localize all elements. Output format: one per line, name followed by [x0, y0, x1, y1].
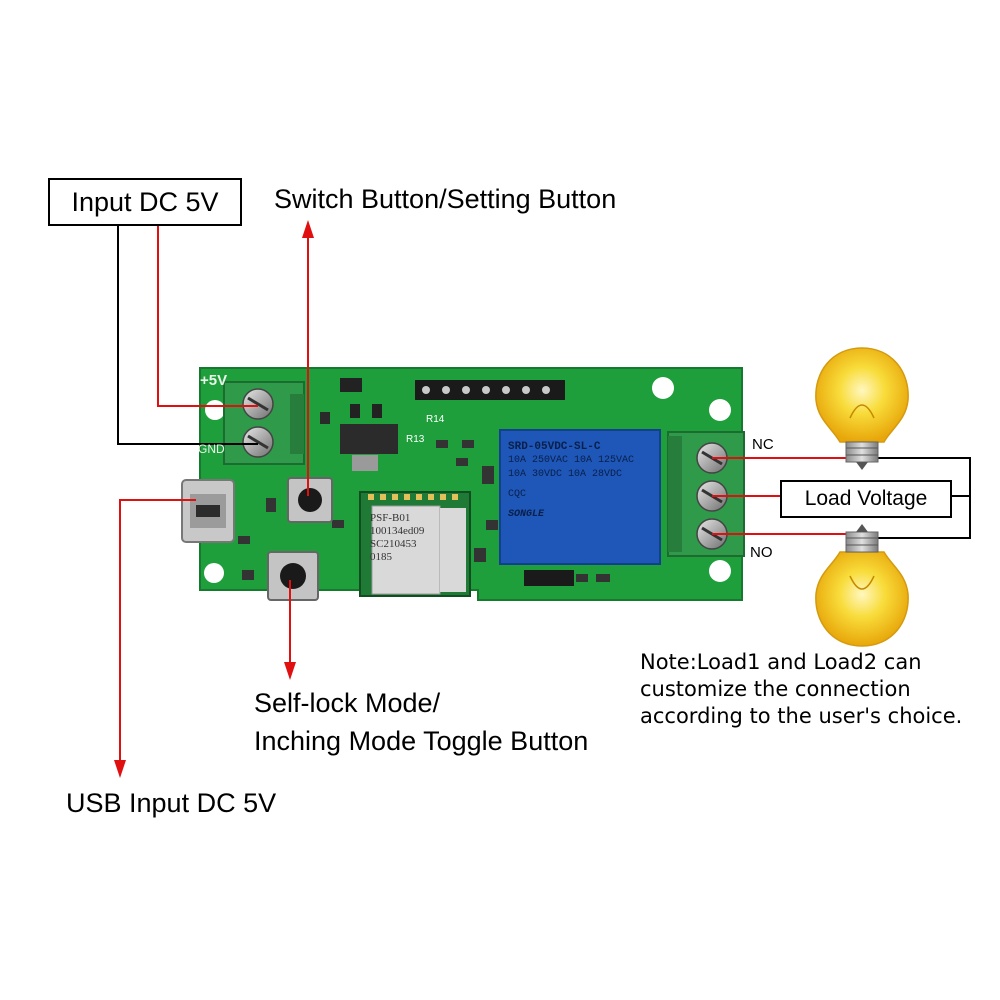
self-lock-label-line2: Inching Mode Toggle Button — [254, 726, 589, 756]
switch-button-label: Switch Button/Setting Button — [274, 184, 617, 214]
mount-hole-icon — [709, 560, 731, 582]
relay-rating-1: 10A 250VAC 10A 125VAC — [508, 455, 635, 466]
board-plus5v-label: +5V — [200, 372, 228, 389]
mount-hole-icon — [205, 400, 225, 420]
relay-text: SRD-05VDC-SL-C 10A 250VAC 10A 125VAC 10A… — [508, 440, 654, 556]
self-lock-label-line1: Self-lock Mode/ — [254, 688, 441, 718]
note-line-1: Note:Load1 and Load2 can — [640, 650, 922, 674]
mode-toggle-button — [267, 551, 319, 601]
note-line-2: customize the connection — [640, 677, 911, 701]
relay-model: SRD-05VDC-SL-C — [508, 441, 601, 453]
usb-input-arrow — [114, 499, 196, 778]
input-dc-label-box: Input DC 5V — [48, 178, 242, 226]
relay-brand: SONGLE — [508, 509, 545, 520]
relay-rating-2: 10A 30VDC 10A 28VDC — [508, 469, 623, 480]
note-line-3: according to the user's choice. — [640, 704, 963, 728]
switch-button-arrow — [302, 220, 314, 496]
load-voltage-box: Load Voltage — [780, 480, 952, 518]
input-dc-black-line — [117, 224, 258, 445]
arrow-down-icon — [114, 760, 126, 778]
wifi-module-text: PSF-B01 100134ed09 SC210453 0185 — [370, 512, 444, 592]
output-terminal-block — [667, 431, 745, 557]
arrow-up-icon — [302, 220, 314, 238]
board-r14-label: R14 — [426, 414, 445, 425]
mount-hole-icon — [709, 399, 731, 421]
module-line-2: 100134ed09 — [370, 525, 425, 537]
module-line-4: 0185 — [370, 551, 392, 563]
no-label: NO — [750, 544, 773, 561]
input-dc-label: Input DC 5V — [71, 186, 219, 217]
relay-cqc: CQC — [508, 489, 527, 500]
light-bulb-2-icon — [806, 524, 918, 652]
load-wiring — [712, 457, 971, 539]
usb-input-label: USB Input DC 5V — [66, 788, 277, 818]
switch-setting-button — [287, 477, 333, 523]
nc-label: NC — [752, 436, 774, 453]
arrow-down-icon — [284, 662, 296, 680]
mount-hole-icon — [204, 563, 224, 583]
input-terminal-block — [223, 381, 305, 465]
micro-usb-port — [181, 479, 235, 543]
light-bulb-1-icon — [806, 340, 918, 470]
input-dc-red-line — [157, 224, 258, 407]
mode-toggle-arrow — [284, 580, 296, 680]
board-gnd-label: GND — [198, 442, 225, 456]
mount-hole-icon — [652, 377, 674, 399]
module-line-3: SC210453 — [370, 538, 417, 550]
module-line-1: PSF-B01 — [370, 512, 411, 524]
wifi-module — [359, 491, 471, 597]
board-r13-label: R13 — [406, 434, 425, 445]
relay — [499, 429, 661, 565]
load-voltage-label: Load Voltage — [804, 487, 928, 510]
